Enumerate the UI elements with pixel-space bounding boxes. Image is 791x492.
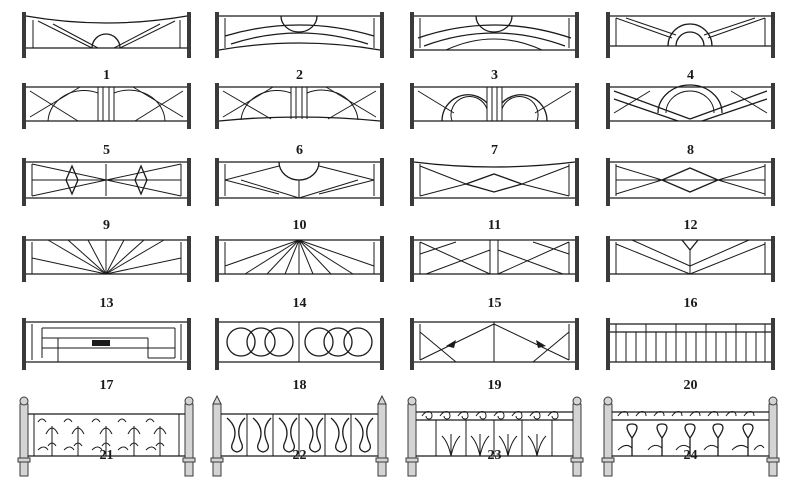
fence-design-13-drawing [22, 236, 191, 282]
fence-design-2: 2 [201, 8, 398, 90]
fence-design-label: 19 [487, 378, 502, 393]
fence-design-24-drawing [601, 396, 780, 477]
fence-design-label: 20 [683, 378, 698, 393]
fence-design-7-drawing [410, 83, 579, 129]
fence-design-label: 15 [487, 296, 502, 311]
fence-design-label: 22 [292, 448, 307, 463]
fence-design-11: 11 [396, 158, 593, 240]
fence-design-21: 21 [8, 394, 205, 477]
fence-design-label: 21 [99, 448, 114, 463]
fence-design-12-drawing [606, 158, 775, 206]
fence-design-1: 1 [8, 8, 205, 90]
fence-design-label: 1 [103, 68, 110, 83]
fence-design-13: 13 [8, 236, 205, 318]
fence-design-8-drawing [606, 83, 775, 129]
fence-design-5: 5 [8, 83, 205, 165]
fence-design-label: 6 [296, 143, 303, 158]
fence-design-14: 14 [201, 236, 398, 318]
fence-design-4-drawing [606, 12, 775, 58]
fence-design-3: 3 [396, 8, 593, 90]
fence-design-22: 22 [201, 394, 398, 477]
fence-design-8: 8 [592, 83, 789, 165]
fence-design-18: 18 [201, 318, 398, 400]
fence-design-10: 10 [201, 158, 398, 240]
fence-design-10-drawing [215, 158, 384, 206]
fence-design-18-drawing [215, 318, 384, 370]
fence-design-16: 16 [592, 236, 789, 318]
fence-design-label: 14 [292, 296, 307, 311]
fence-design-1-drawing [22, 12, 191, 58]
fence-design-3-drawing [410, 12, 579, 58]
fence-design-label: 23 [487, 448, 502, 463]
fence-design-14-drawing [215, 236, 384, 282]
fence-design-6: 6 [201, 83, 398, 165]
fence-design-label: 4 [687, 68, 694, 83]
fence-design-9-drawing [22, 158, 191, 206]
fence-design-19-drawing [410, 318, 579, 370]
fence-design-6-drawing [215, 83, 384, 129]
fence-design-label: 18 [292, 378, 307, 393]
fence-design-12: 12 [592, 158, 789, 240]
fence-design-17: 17 [8, 318, 205, 400]
fence-design-label: 10 [292, 218, 307, 233]
fence-design-label: 3 [491, 68, 498, 83]
fence-design-label: 17 [99, 378, 114, 393]
fence-design-15-drawing [410, 236, 579, 282]
fence-design-label: 9 [103, 218, 110, 233]
fence-design-label: 13 [99, 296, 114, 311]
fence-design-19: 19 [396, 318, 593, 400]
fence-design-24: 24 [592, 394, 789, 477]
fence-design-label: 11 [487, 218, 502, 233]
fence-design-4: 4 [592, 8, 789, 90]
fence-design-22-drawing [210, 394, 389, 477]
fence-design-17-drawing [22, 318, 191, 370]
fence-design-15: 15 [396, 236, 593, 318]
fence-design-7: 7 [396, 83, 593, 165]
fence-design-label: 12 [683, 218, 698, 233]
fence-design-label: 8 [687, 143, 694, 158]
fence-design-label: 5 [103, 143, 110, 158]
fence-design-21-drawing [17, 396, 196, 477]
fence-design-label: 24 [683, 448, 698, 463]
fence-design-label: 7 [491, 143, 498, 158]
fence-design-23: 23 [396, 394, 593, 477]
fence-design-11-drawing [410, 158, 579, 206]
fence-design-20: 20 [592, 318, 789, 400]
fence-design-5-drawing [22, 83, 191, 129]
fence-design-label: 16 [683, 296, 698, 311]
fence-design-label: 2 [296, 68, 303, 83]
fence-design-23-drawing [405, 396, 584, 477]
fence-design-2-drawing [215, 12, 384, 58]
fence-design-20-drawing [606, 318, 775, 370]
fence-design-9: 9 [8, 158, 205, 240]
fence-design-16-drawing [606, 236, 775, 282]
